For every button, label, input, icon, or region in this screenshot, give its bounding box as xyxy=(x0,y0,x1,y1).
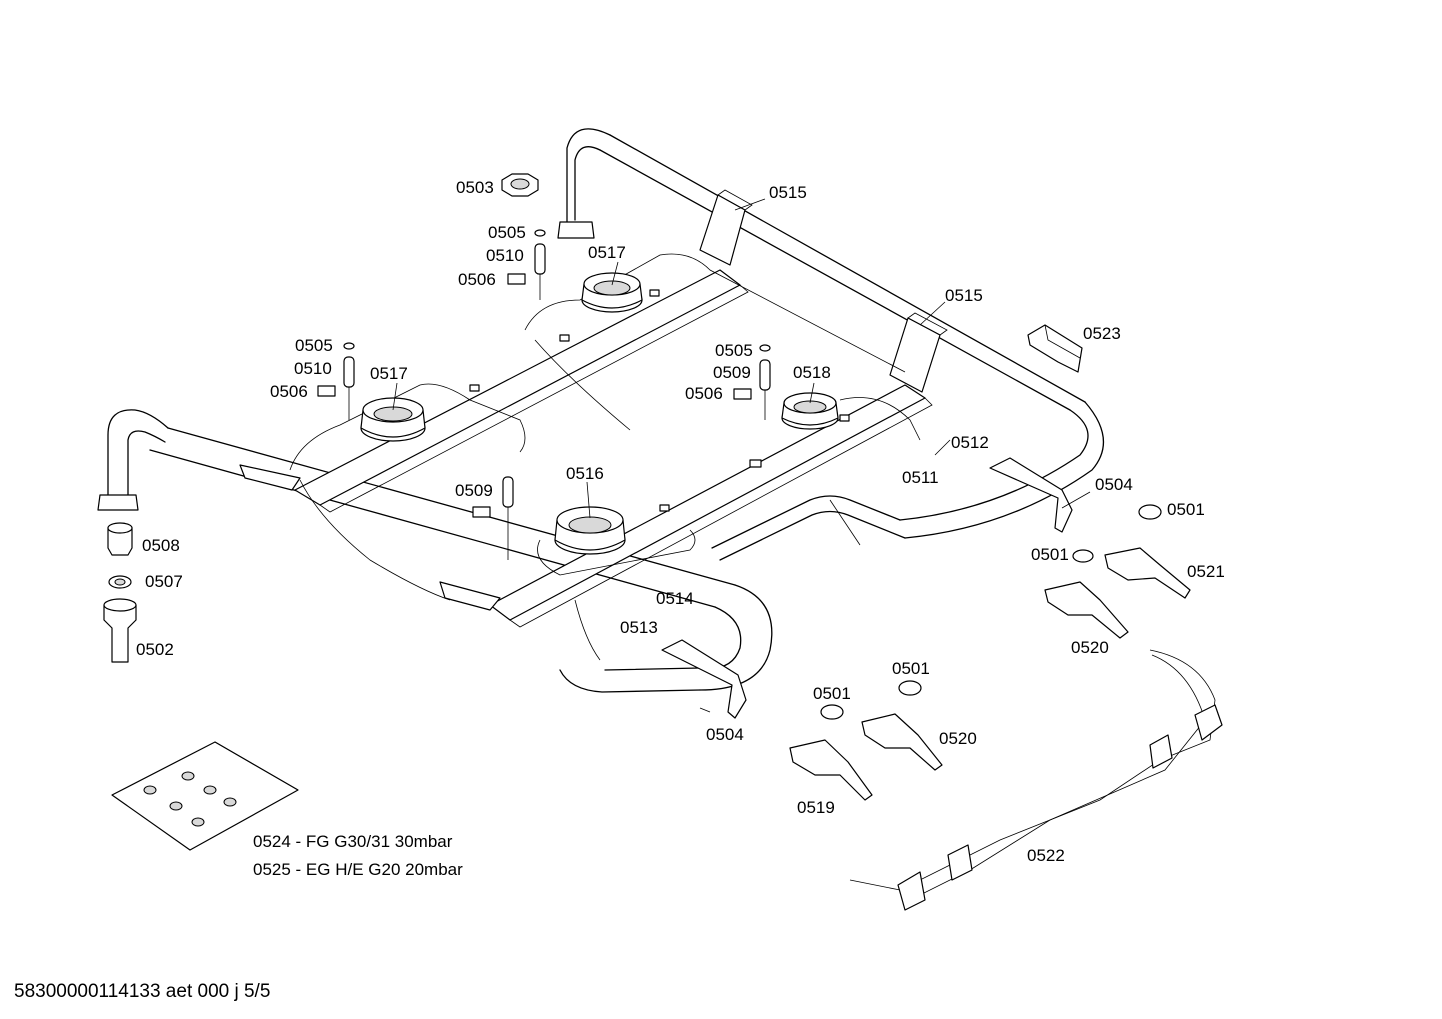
label-0519: 0519 xyxy=(797,798,835,817)
leader-lines xyxy=(392,198,1091,713)
label-0509-right: 0509 xyxy=(713,363,751,382)
burner-cup-0518 xyxy=(781,392,839,430)
label-0508: 0508 xyxy=(142,536,180,555)
burner-cup-0517-left xyxy=(360,397,426,442)
label-0504-right: 0504 xyxy=(1095,475,1133,494)
label-0523: 0523 xyxy=(1083,324,1121,343)
label-0514: 0514 xyxy=(656,589,694,608)
label-0506-rear: 0506 xyxy=(458,270,496,289)
label-0506-left: 0506 xyxy=(270,382,308,401)
ignition-electrodes xyxy=(317,229,771,560)
kit-label-0525: 0525 - EG H/E G20 20mbar xyxy=(253,860,463,879)
ignition-harness-0522 xyxy=(849,649,1223,911)
label-0505-left: 0505 xyxy=(295,336,333,355)
label-0506-right: 0506 xyxy=(685,384,723,403)
mounting-bracket-0515-a xyxy=(699,189,753,266)
label-0518: 0518 xyxy=(793,363,831,382)
label-0517-left: 0517 xyxy=(370,364,408,383)
connector-0523 xyxy=(1027,324,1083,373)
burner-rail-front xyxy=(489,384,933,628)
part-labels: 0503 0505 0510 0506 0517 0515 0515 0523 … xyxy=(136,178,1225,879)
label-0520-right: 0520 xyxy=(1071,638,1109,657)
label-0511: 0511 xyxy=(902,468,939,487)
label-0509-front: 0509 xyxy=(455,481,493,500)
kit-label-0524: 0524 - FG G30/31 30mbar xyxy=(253,832,453,851)
burner-cup-0517-rear xyxy=(581,272,643,313)
label-0501-b: 0501 xyxy=(1031,545,1069,564)
label-0512: 0512 xyxy=(951,433,989,452)
label-0516: 0516 xyxy=(566,464,604,483)
label-0507: 0507 xyxy=(145,572,183,591)
inlet-fittings xyxy=(103,522,137,663)
gas-valves xyxy=(789,547,1191,801)
side-brackets-0504 xyxy=(661,457,1073,719)
nozzle-caps-0501 xyxy=(820,504,1162,720)
document-id: 58300000114133 aet 000 j 5/5 xyxy=(14,981,271,1002)
burner-cup-0516 xyxy=(554,506,626,555)
front-brackets xyxy=(239,464,501,611)
label-0501-a: 0501 xyxy=(1167,500,1205,519)
label-0522: 0522 xyxy=(1027,846,1065,865)
burner-rail-rear xyxy=(294,269,749,513)
label-0513: 0513 xyxy=(620,618,658,637)
label-0520-front: 0520 xyxy=(939,729,977,748)
gas-manifold-pipe xyxy=(97,128,1105,693)
label-0515-b: 0515 xyxy=(945,286,983,305)
label-0505-right: 0505 xyxy=(715,341,753,360)
label-0505-rear: 0505 xyxy=(488,223,526,242)
label-0517-rear: 0517 xyxy=(588,243,626,262)
nut-0503 xyxy=(501,173,539,197)
label-0503: 0503 xyxy=(456,178,494,197)
label-0501-c: 0501 xyxy=(892,659,930,678)
label-0502: 0502 xyxy=(136,640,174,659)
jet-kit-bag xyxy=(111,741,299,851)
label-0510-rear: 0510 xyxy=(486,246,524,265)
label-0521: 0521 xyxy=(1187,562,1225,581)
mounting-bracket-0515-b xyxy=(889,312,948,393)
label-0515-a: 0515 xyxy=(769,183,807,202)
label-0504-front: 0504 xyxy=(706,725,744,744)
label-0510-left: 0510 xyxy=(294,359,332,378)
label-0501-d: 0501 xyxy=(813,684,851,703)
